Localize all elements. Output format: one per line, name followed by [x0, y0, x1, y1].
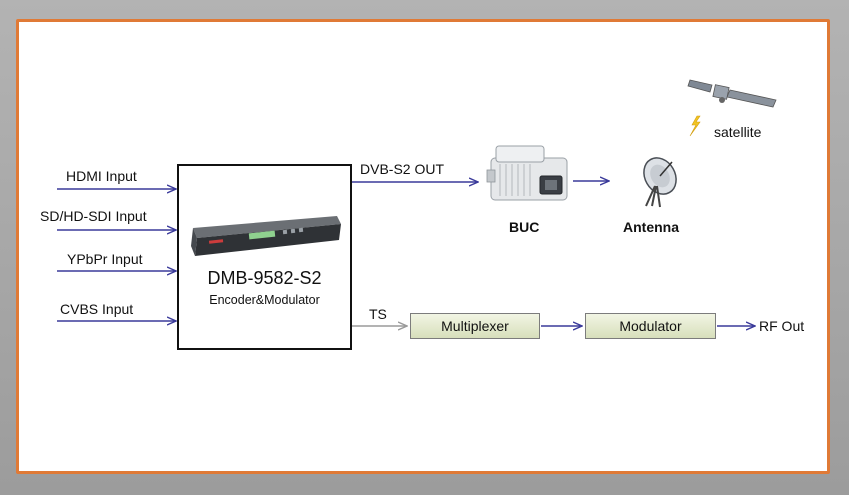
- ypbpr-input-label: YPbPr Input: [67, 251, 143, 267]
- multiplexer-block: Multiplexer: [410, 313, 540, 339]
- device-subtitle: Encoder&Modulator: [209, 293, 320, 307]
- ts-label: TS: [369, 306, 387, 322]
- hdmi-input-label: HDMI Input: [66, 168, 137, 184]
- rack-unit-icon: [191, 216, 341, 256]
- cvbs-input-label: CVBS Input: [60, 301, 134, 317]
- sdi-input-label: SD/HD-SDI Input: [40, 208, 147, 224]
- rf-out-label: RF Out: [759, 318, 805, 334]
- satellite-label: satellite: [714, 124, 762, 140]
- antenna-label: Antenna: [623, 219, 679, 235]
- device-model-name: DMB-9582-S2: [207, 268, 322, 288]
- buc-label: BUC: [509, 219, 540, 235]
- diagram-panel: [16, 19, 830, 474]
- modulator-block: Modulator: [585, 313, 716, 339]
- encoder-modulator-box: DMB-9582-S2 Encoder&Modulator: [177, 164, 352, 350]
- dvb-s2-out-label: DVB-S2 OUT: [360, 161, 445, 177]
